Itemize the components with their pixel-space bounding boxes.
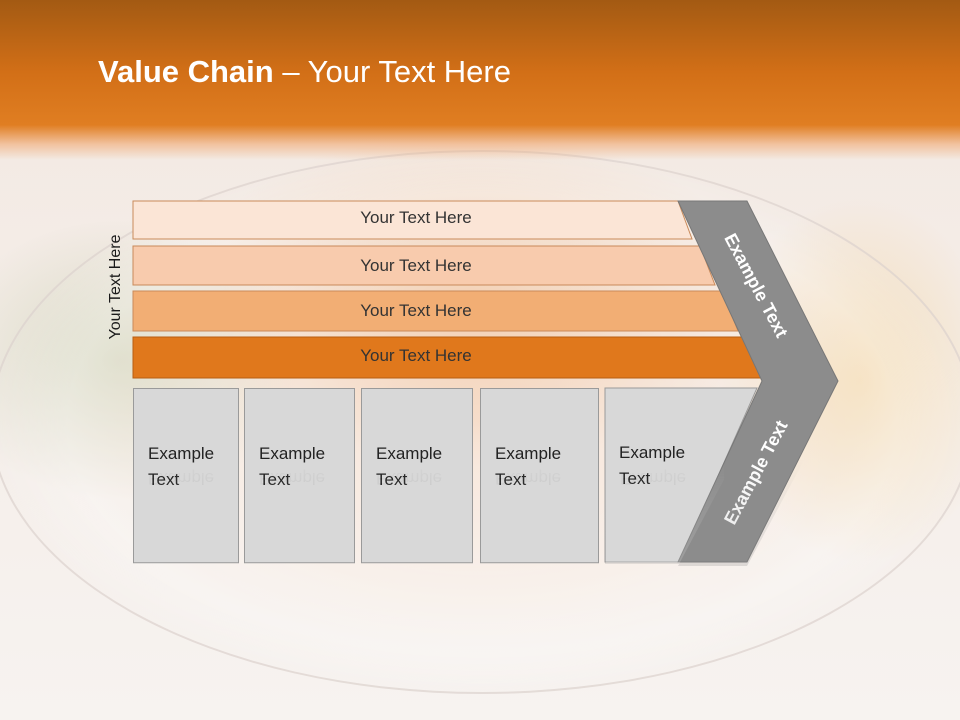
bar-shape-1[interactable] <box>132 200 693 240</box>
bar-label-3[interactable]: Your Text Here <box>360 301 472 320</box>
activity-box-2[interactable]: Example Text <box>244 388 355 563</box>
activity-box-text: Example Text <box>148 444 215 489</box>
activity-box-3[interactable]: Example Text <box>361 388 473 563</box>
activity-box-4[interactable]: Example Text <box>480 388 599 563</box>
activity-box-5[interactable]: Example Text <box>605 388 701 563</box>
bar-shape-3[interactable] <box>132 290 739 332</box>
slide-title[interactable]: Value Chain – Your Text Here <box>98 54 511 90</box>
title-bold-part: Value Chain <box>98 54 274 89</box>
activity-box-text: Example Text <box>495 444 562 489</box>
activity-box-text: Example Text <box>376 444 443 489</box>
chevron-arrow[interactable] <box>677 200 839 563</box>
bar-label-2[interactable]: Your Text Here <box>360 256 472 275</box>
title-rest-part: – Your Text Here <box>273 54 511 89</box>
header-band <box>0 0 960 160</box>
bar-label-4[interactable]: Your Text Here <box>360 346 472 365</box>
bar-label-1[interactable]: Your Text Here <box>360 208 472 227</box>
bar-shape-2[interactable] <box>132 245 716 286</box>
activity-box-text: Example Text <box>259 444 326 489</box>
activity-box-1[interactable]: Example Text <box>133 388 239 563</box>
activity-box-text: Example Text <box>619 443 686 488</box>
